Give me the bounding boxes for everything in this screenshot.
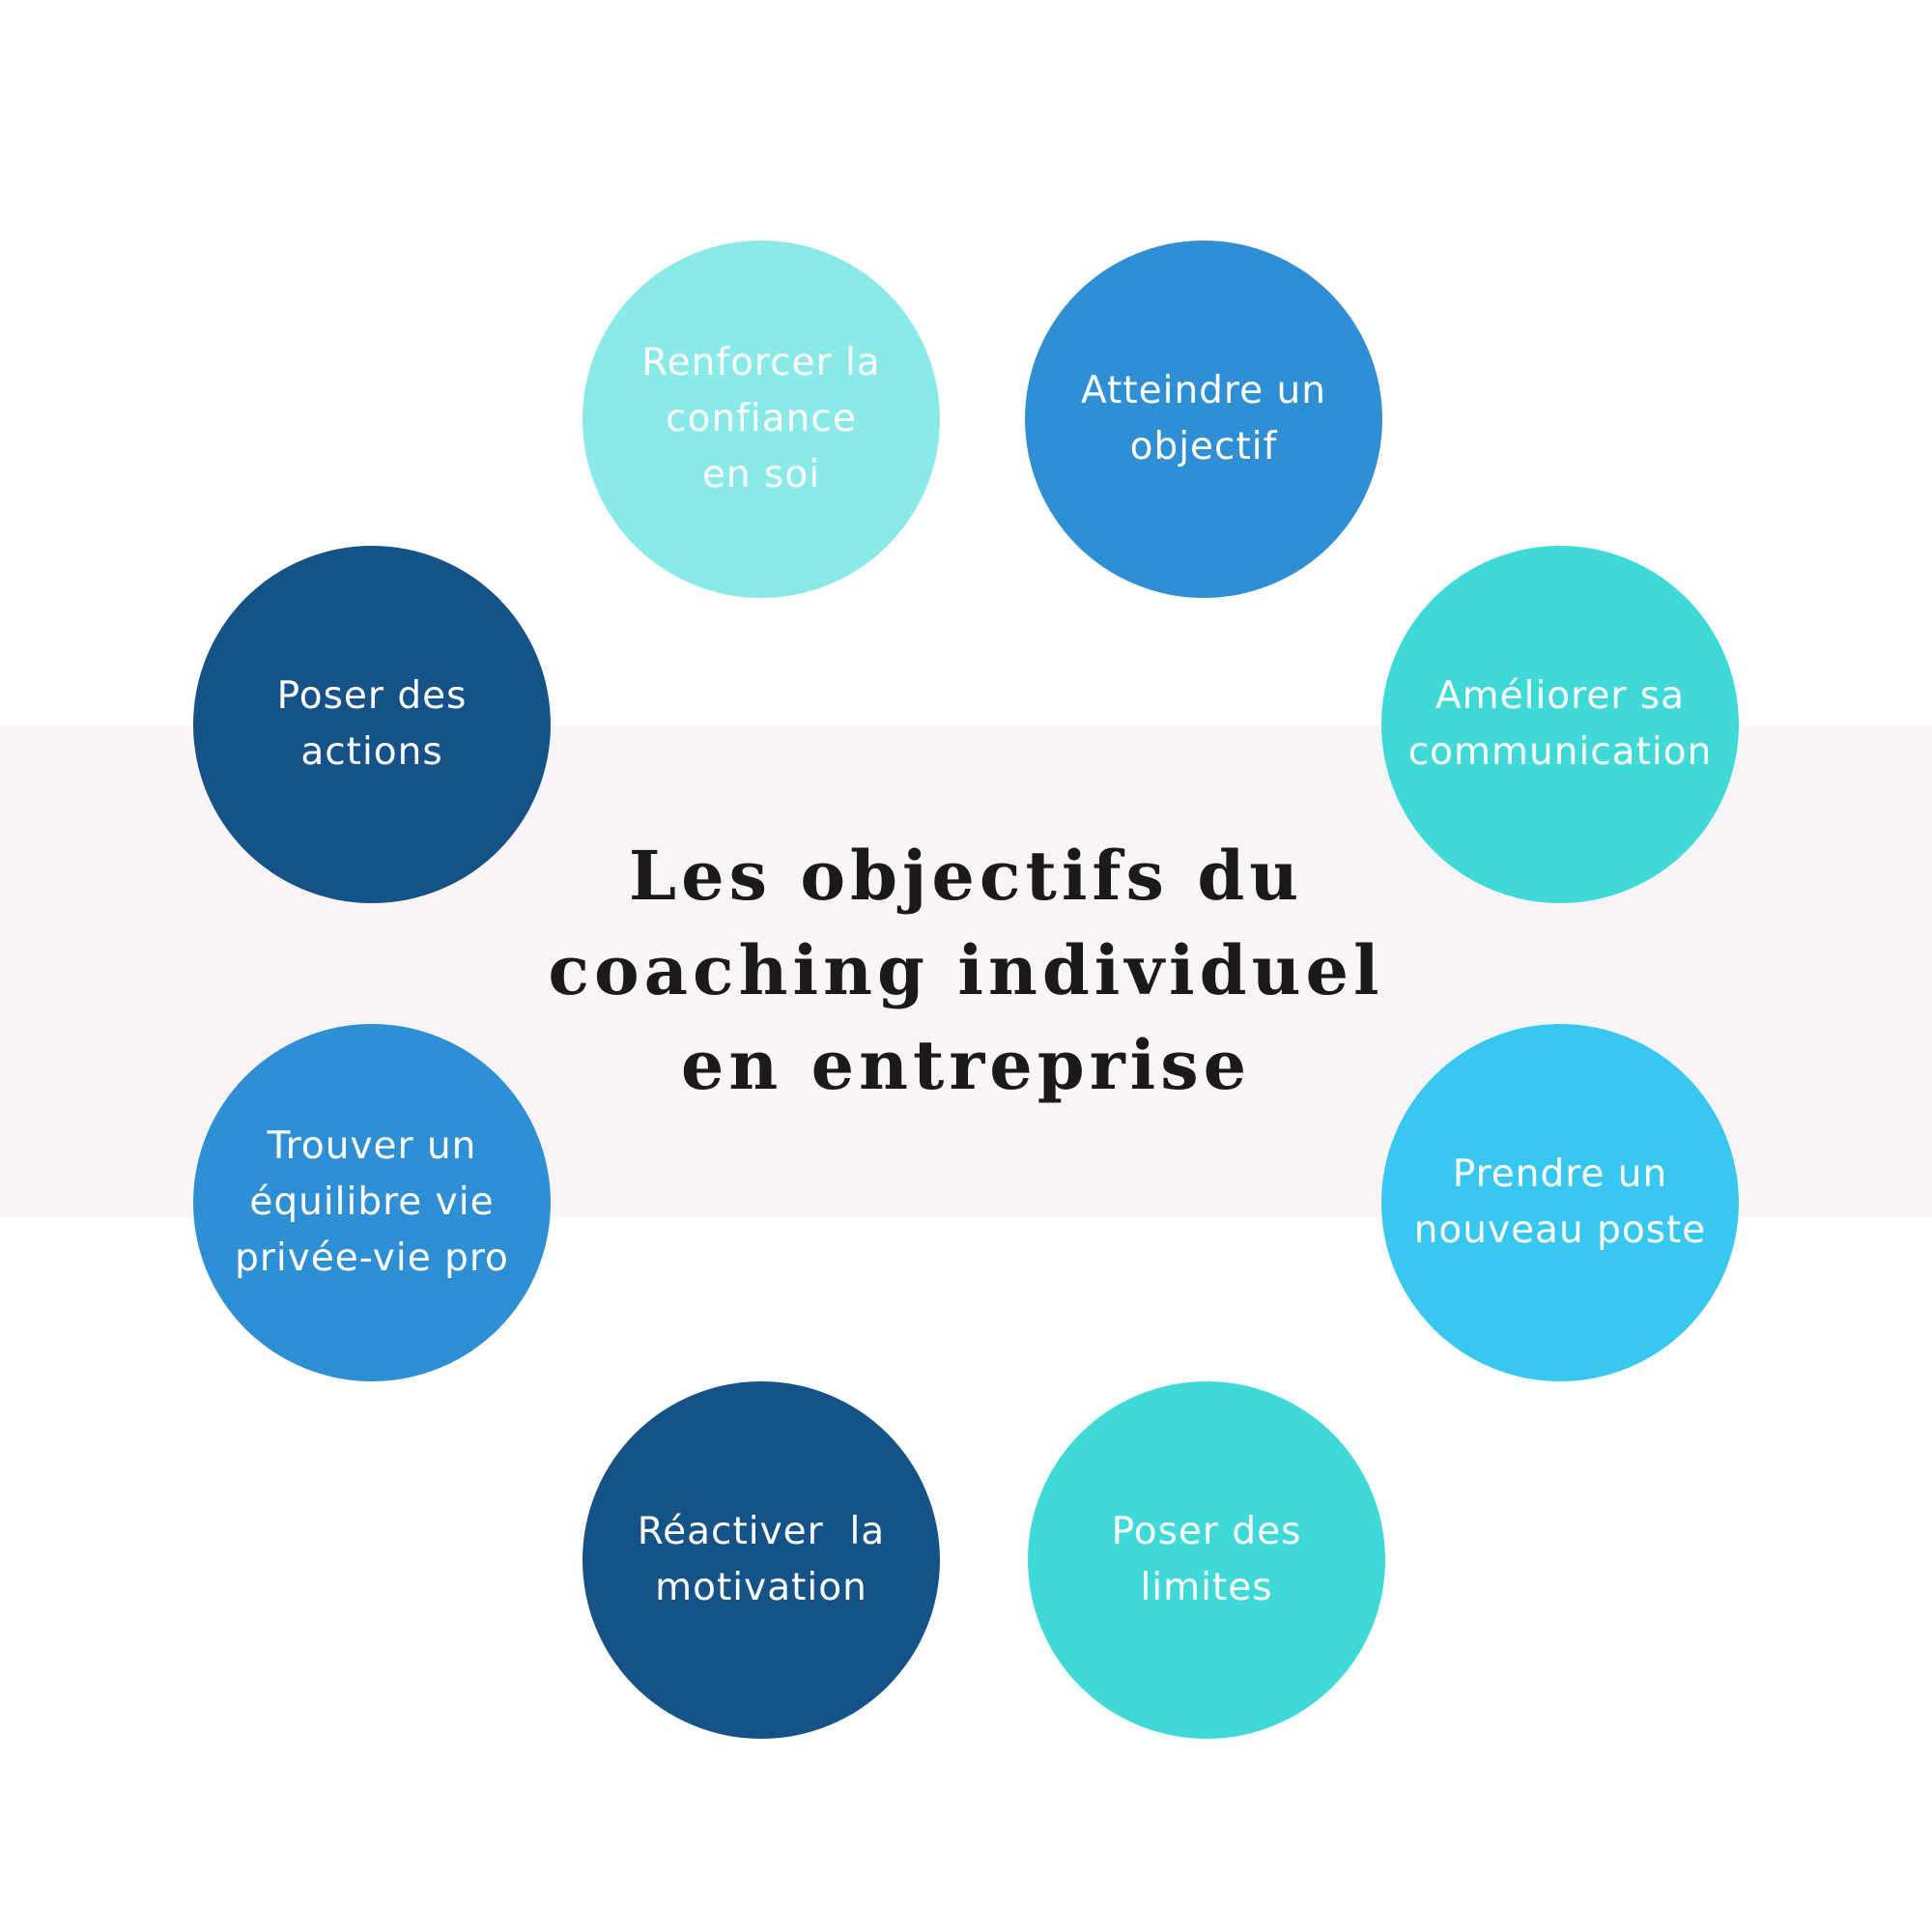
node-label: Renforcer la confiance en soi [641, 335, 880, 503]
node-label-line: communication [1407, 730, 1713, 774]
node-label-line: équilibre vie [249, 1180, 495, 1224]
node-trouver-equilibre: Trouver un équilibre vie privée-vie pro [193, 1024, 551, 1381]
node-poser-limites: Poser des limites [1028, 1381, 1385, 1739]
node-renforcer-confiance: Renforcer la confiance en soi [582, 241, 940, 598]
node-label-line: nouveau poste [1413, 1208, 1707, 1252]
node-label-line: Poser des [1111, 1510, 1302, 1553]
node-label-line: Poser des [276, 674, 468, 718]
node-label-line: motivation [655, 1566, 867, 1609]
node-atteindre-objectif: Atteindre un objectif [1025, 241, 1382, 598]
node-label: Prendre un nouveau poste [1414, 1147, 1707, 1259]
node-label-line: objectif [1129, 425, 1278, 469]
title-line: coaching individuel [548, 930, 1384, 1010]
node-label-line: actions [300, 730, 443, 774]
title-line: en entreprise [680, 1025, 1252, 1105]
node-label: Poser des limites [1112, 1504, 1302, 1616]
node-label-line: en soi [701, 453, 821, 497]
node-label-line: privée-vie pro [235, 1236, 509, 1280]
node-label: Poser des actions [277, 668, 468, 781]
diagram-title: Les objectifs du coaching individuel en … [541, 829, 1391, 1113]
node-prendre-poste: Prendre un nouveau poste [1381, 1024, 1739, 1381]
node-label-line: Renforcer la [641, 341, 881, 384]
node-label-line: Améliorer sa [1435, 674, 1685, 718]
node-ameliorer-communication: Améliorer sa communication [1381, 546, 1739, 903]
node-label-line: Prendre un [1452, 1152, 1668, 1196]
node-reactiver-motivation: Réactiver la motivation [582, 1381, 940, 1739]
node-poser-actions: Poser des actions [193, 546, 551, 903]
node-label: Trouver un équilibre vie privée-vie pro [235, 1119, 509, 1287]
node-label-line: confiance [666, 397, 857, 440]
node-label-line: Atteindre un [1081, 369, 1326, 412]
node-label-line: Réactiver la [637, 1510, 886, 1553]
node-label: Améliorer sa communication [1408, 668, 1713, 781]
title-line: Les objectifs du [628, 836, 1304, 916]
node-label-line: limites [1140, 1566, 1273, 1609]
node-label: Réactiver la motivation [638, 1504, 885, 1616]
node-label: Atteindre un objectif [1081, 363, 1326, 475]
node-label-line: Trouver un [267, 1124, 477, 1168]
